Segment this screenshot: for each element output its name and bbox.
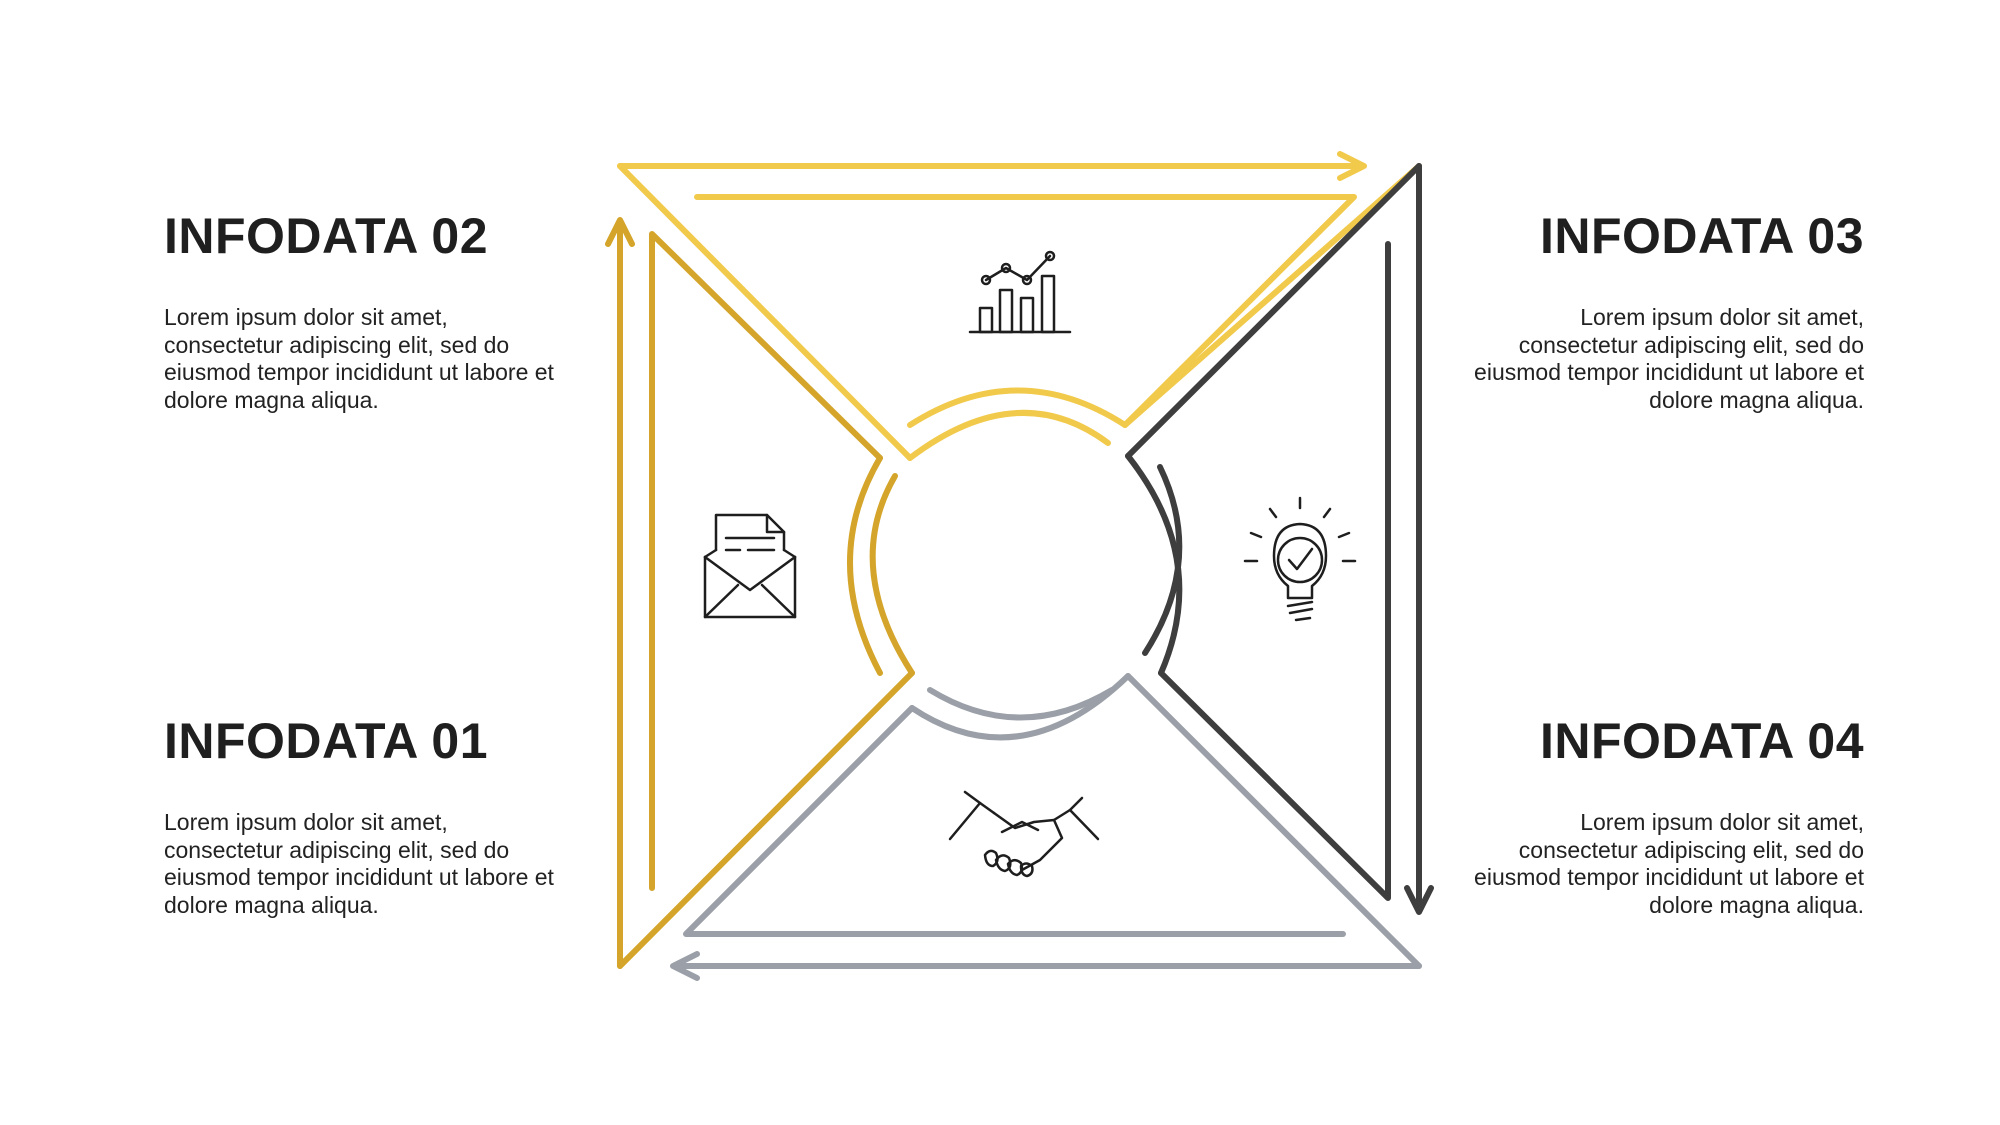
left-arc-outer (847, 455, 883, 676)
top-segment (617, 151, 1422, 461)
right-arrow (1404, 163, 1434, 915)
infodata-01-block: INFODATA 01 Lorem ipsum dolor sit amet, … (164, 716, 584, 919)
top-arc-outer (907, 387, 1128, 428)
infodata-01-text: Lorem ipsum dolor sit amet, consectetur … (164, 809, 554, 918)
infodata-03-text: Lorem ipsum dolor sit amet, consectetur … (1474, 304, 1864, 413)
bottom-inner-line (683, 705, 1346, 937)
infodata-04-text: Lorem ipsum dolor sit amet, consectetur … (1474, 809, 1864, 918)
top-inner-line (694, 194, 1357, 428)
left-segment (605, 217, 915, 969)
top-arc-inner (907, 409, 1111, 461)
right-inner-line (1158, 241, 1391, 901)
left-arrow (605, 217, 635, 969)
top-triangle (617, 163, 1422, 461)
infodata-02-block: INFODATA 02 Lorem ipsum dolor sit amet, … (164, 211, 584, 414)
right-diagonal-top (1125, 163, 1422, 459)
bottom-diagonal (1125, 673, 1422, 969)
infodata-03-title: INFODATA 03 (1539, 208, 1864, 264)
right-arc-inner (1142, 464, 1183, 656)
handshake-icon (948, 790, 1100, 878)
left-arc-inner (869, 473, 915, 676)
bottom-arrow (670, 951, 1422, 981)
left-inner-line (649, 231, 883, 891)
left-diagonal-bottom (617, 670, 915, 969)
infodata-04-block: INFODATA 04 Lorem ipsum dolor sit amet, … (1444, 716, 1864, 919)
bottom-arc-outer (909, 673, 1131, 741)
bottom-arc-inner (927, 687, 1115, 721)
infodata-01-title: INFODATA 01 (164, 713, 489, 769)
infodata-04-title: INFODATA 04 (1539, 713, 1864, 769)
bottom-segment (670, 673, 1422, 981)
right-segment (1125, 163, 1434, 915)
top-arrow (617, 151, 1367, 181)
bar-chart-icon (968, 250, 1072, 334)
envelope-document-icon (703, 513, 797, 619)
infodata-02-text: Lorem ipsum dolor sit amet, consectetur … (164, 304, 554, 413)
infodata-02-title: INFODATA 02 (164, 208, 489, 264)
infodata-03-block: INFODATA 03 Lorem ipsum dolor sit amet, … (1444, 211, 1864, 414)
lightbulb-icon (1243, 496, 1357, 622)
